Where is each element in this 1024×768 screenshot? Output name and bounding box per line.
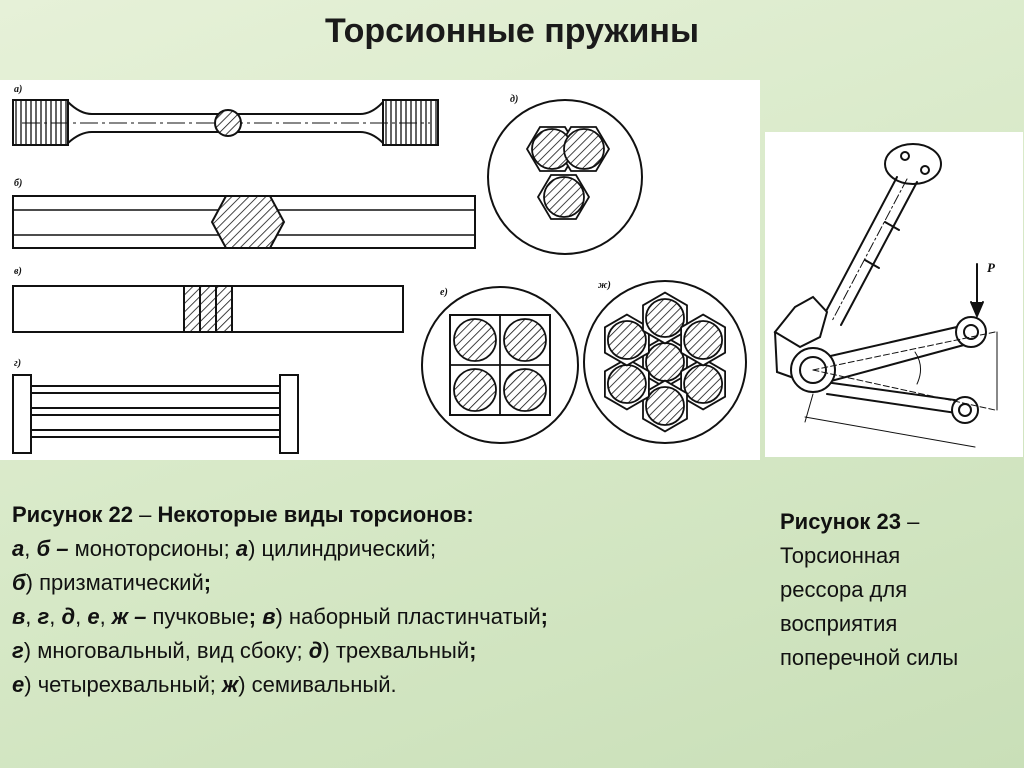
caption22-line3: в, г, д, е, ж – пучковые; в) наборный пл…	[12, 600, 752, 634]
text: ;	[540, 604, 548, 629]
drawing-b-prismatic: б)	[12, 178, 476, 249]
caption22-line4: г) многовальный, вид сбоку; д) трехвальн…	[12, 634, 752, 668]
drawing-a-cylindrical: а)	[12, 84, 439, 146]
text: ) четырехвальный;	[24, 672, 222, 697]
key: е	[87, 604, 100, 629]
text: ;	[203, 570, 212, 595]
sep: ,	[99, 604, 112, 629]
caption23-line2: рессора для	[780, 577, 908, 602]
key: ж –	[111, 604, 147, 629]
drawing-zh-seven-shaft: ж)	[583, 280, 747, 444]
text: ) цилиндрический;	[248, 536, 437, 561]
drawing-v-plate-stack: в)	[12, 266, 404, 333]
key: б	[12, 570, 26, 595]
shaft-section-3	[606, 364, 647, 404]
caption-figure-22: Рисунок 22 – Некоторые виды торсионов: а…	[12, 498, 752, 702]
shaft-section-6	[683, 320, 724, 360]
figure-22-torsion-types: а) б) в) г) д)	[0, 80, 760, 460]
text: пучковые	[146, 604, 249, 629]
torsion-drawings: а) б) в) г) д)	[12, 84, 747, 454]
caption23-dash: –	[901, 509, 920, 534]
shaft-section-0	[645, 342, 685, 382]
sep: ,	[24, 536, 37, 561]
text: ;	[248, 604, 263, 629]
caption22-heading: Рисунок 22 – Некоторые виды торсионов:	[12, 498, 752, 532]
text: ) призматический	[25, 570, 204, 595]
shaft-section-5	[645, 298, 685, 338]
sep: ,	[75, 604, 88, 629]
shaft-section-2	[645, 386, 685, 426]
sep: ,	[49, 604, 62, 629]
label-g: г)	[14, 358, 21, 369]
caption22-title: Некоторые виды торсионов:	[157, 502, 474, 527]
caption-figure-23: Рисунок 23 – Торсионная рессора для восп…	[780, 505, 1020, 675]
key: б –	[36, 536, 69, 561]
caption22-number: Рисунок 22	[12, 502, 133, 527]
key: г	[12, 638, 24, 663]
key: д	[61, 604, 76, 629]
caption23-line1: Торсионная	[780, 543, 901, 568]
caption22-line2: б) призматический;	[12, 566, 752, 600]
key: в	[262, 604, 276, 629]
torsion-spring-drawing: P	[773, 143, 998, 448]
slide-title: Торсионные пружины	[325, 12, 699, 50]
key: д	[308, 638, 323, 663]
label-b: б)	[14, 178, 22, 189]
text: моноторсионы;	[68, 536, 236, 561]
label-a: а)	[14, 84, 22, 95]
key: е	[12, 672, 25, 697]
label-v: в)	[14, 266, 22, 277]
drawing-d-three-shaft: д)	[487, 94, 643, 255]
text: ) многовальный, вид сбоку;	[23, 638, 309, 663]
caption23-line4: поперечной силы	[780, 645, 959, 670]
label-e: е)	[440, 287, 448, 298]
sep: ,	[25, 604, 38, 629]
figure-23-torsion-spring-assembly: P	[765, 132, 1023, 457]
key: ж	[221, 672, 239, 697]
caption23-line3: восприятия	[780, 611, 898, 636]
label-zh: ж)	[598, 280, 611, 291]
text: ) наборный пластинчатый	[275, 604, 541, 629]
caption22-line1: а, б – моноторсионы; а) цилиндрический;	[12, 532, 752, 566]
label-d: д)	[510, 94, 518, 105]
caption22-line5: е) четырехвальный; ж) семивальный.	[12, 668, 752, 702]
seven-shaft-cells	[604, 291, 726, 433]
drawing-g-multishaft-side: г)	[12, 358, 299, 454]
key: в	[12, 604, 26, 629]
force-label: P	[987, 260, 996, 275]
key: г	[37, 604, 50, 629]
shaft-section-1	[683, 364, 724, 404]
text: ) семивальный.	[238, 672, 397, 697]
key: а	[235, 536, 249, 561]
caption23-number: Рисунок 23	[780, 509, 901, 534]
caption23-heading: Рисунок 23 –	[780, 505, 1020, 539]
drawing-e-four-shaft: е)	[421, 286, 579, 444]
text: ;	[469, 638, 477, 663]
key: а	[12, 536, 25, 561]
text: ) трехвальный	[322, 638, 470, 663]
caption22-dash: –	[133, 502, 158, 527]
shaft-section-4	[606, 320, 647, 360]
